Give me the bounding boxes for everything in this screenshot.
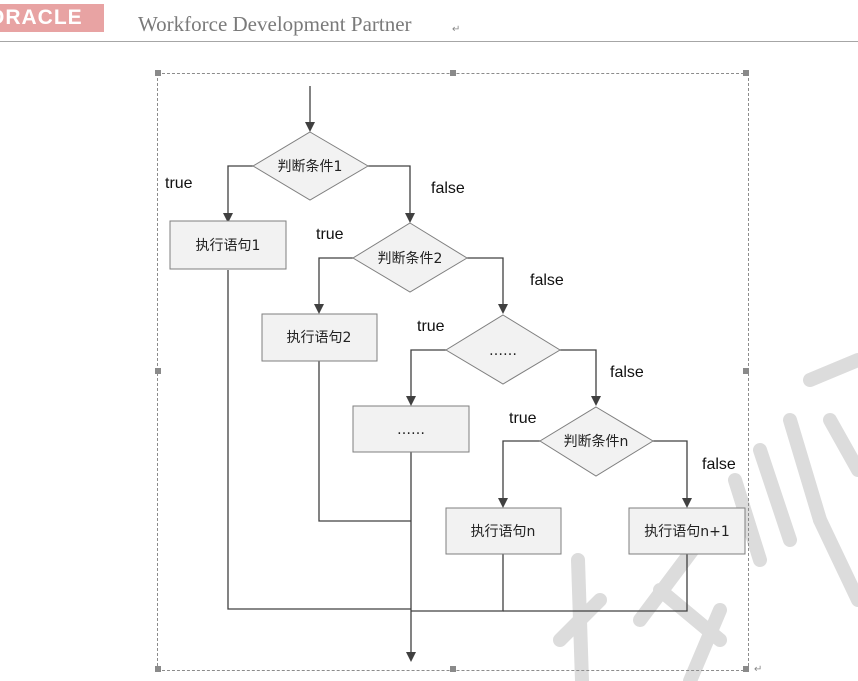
header-divider — [0, 41, 858, 42]
resize-handle-left[interactable] — [155, 368, 161, 374]
statement-label-1: 执行语句1 — [196, 238, 261, 254]
statement-label-n1: 执行语句n+1 — [644, 524, 730, 540]
resize-handle-bottom-left[interactable] — [155, 666, 161, 672]
false-label-2: false — [530, 272, 564, 289]
decision-diamond-n[interactable] — [539, 406, 654, 477]
cond1-true-connector — [223, 165, 253, 223]
resize-handle-bottom[interactable] — [450, 666, 456, 672]
paragraph-mark-icon: ↵ — [452, 24, 461, 35]
oracle-logo: ORACLE — [0, 4, 104, 32]
cond3-true-connector — [406, 349, 446, 406]
true-label-1: true — [165, 175, 193, 192]
resize-handle-top-right[interactable] — [743, 70, 749, 76]
condition-label-2: 判断条件2 — [378, 250, 443, 267]
statement-box-n1[interactable] — [628, 507, 746, 555]
stmtn-exit-line — [411, 554, 504, 612]
statement-label-3: …… — [397, 422, 425, 438]
condition-label-n: 判断条件n — [564, 433, 629, 450]
decision-diamond-2[interactable] — [352, 222, 468, 293]
cond1-false-connector — [368, 165, 415, 223]
header-title: Workforce Development Partner — [138, 12, 412, 36]
page-header: ORACLE Workforce Development Partner ↵ — [0, 0, 858, 42]
stmtn1-exit-line — [503, 554, 688, 612]
false-label-n: false — [702, 456, 736, 473]
statement-label-n: 执行语句n — [471, 524, 536, 540]
statement-box-n[interactable] — [445, 507, 562, 555]
false-label-3: false — [610, 364, 644, 381]
condn-true-connector — [498, 440, 540, 508]
statement-label-2: 执行语句2 — [287, 330, 352, 346]
resize-handle-bottom-right[interactable] — [743, 666, 749, 672]
decision-diamond-3[interactable] — [445, 314, 561, 385]
statement-box-3[interactable] — [352, 405, 470, 453]
resize-handle-top-left[interactable] — [155, 70, 161, 76]
condition-label-3: …… — [489, 343, 517, 359]
resize-handle-top[interactable] — [450, 70, 456, 76]
statement-box-1[interactable] — [169, 220, 287, 270]
cond2-false-connector — [467, 257, 508, 314]
decision-diamond-1[interactable] — [252, 131, 369, 201]
resize-handle-right[interactable] — [743, 368, 749, 374]
cond3-false-connector — [560, 349, 601, 406]
stmt1-exit-line — [227, 270, 411, 610]
statement-box-2[interactable] — [261, 313, 378, 362]
cond2-true-connector — [314, 257, 353, 314]
true-label-2: true — [316, 226, 344, 243]
true-label-n: true — [509, 410, 537, 427]
paragraph-mark-icon: ↵ — [754, 664, 763, 675]
true-label-3: true — [417, 318, 445, 335]
condn-false-connector — [653, 440, 692, 508]
condition-label-1: 判断条件1 — [278, 158, 343, 175]
false-label-1: false — [431, 180, 465, 197]
stmt2-exit-line — [318, 361, 411, 522]
